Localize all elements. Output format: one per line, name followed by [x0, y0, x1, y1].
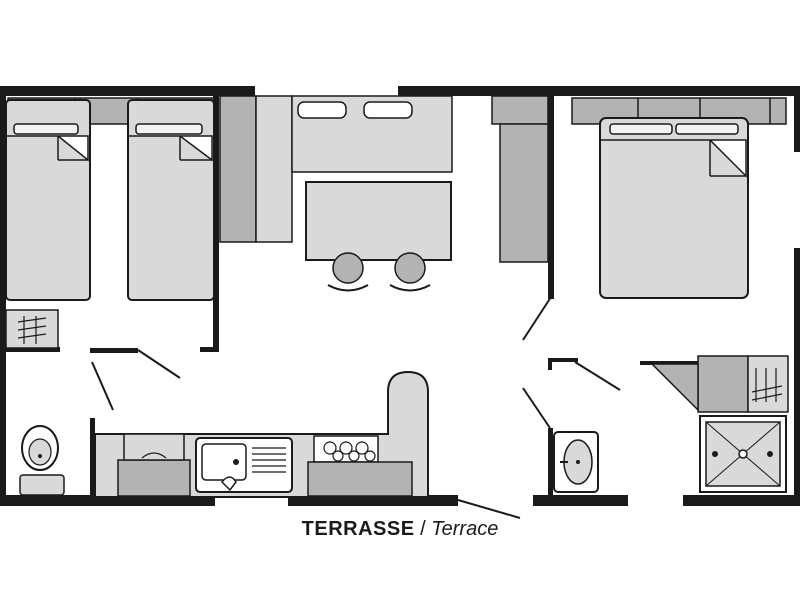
wall-bedroom1-stub: [200, 347, 219, 352]
door-swing-bedroom2: [522, 296, 552, 341]
bedroom-twin: [5, 97, 215, 349]
terrace-caption: TERRASSE / Terrace: [0, 518, 800, 541]
wall-shower-left: [548, 428, 553, 498]
bottom-wall-mid: [288, 495, 458, 506]
left-wall: [0, 86, 6, 506]
wall-bedroom2-left: [548, 96, 554, 299]
faucet: [220, 476, 237, 492]
single-bed-2: [127, 99, 215, 301]
outer-walls: [0, 86, 800, 506]
double-bed: [599, 117, 749, 299]
pillow-double-2: [675, 123, 739, 135]
wall-bedroom1-right: [213, 96, 219, 352]
door-swing-bathroom: [91, 361, 114, 411]
wall-stub-tick: [548, 358, 552, 370]
bottom-wall-left: [0, 495, 215, 506]
wall-bath-top: [90, 348, 138, 353]
bottom-wall-right2: [683, 495, 800, 506]
dining-table: [305, 181, 452, 261]
shelf-unit: [747, 355, 789, 413]
cushion-2: [363, 101, 413, 119]
sofa-seat: [255, 95, 293, 243]
top-wall-left: [0, 86, 255, 96]
chair-2: [389, 252, 431, 292]
bottom-wall-right1: [533, 495, 628, 506]
living-area: [219, 95, 453, 292]
sink-basin: [201, 443, 247, 481]
caption-french: TERRASSE: [301, 518, 415, 540]
right-wall-lower: [794, 248, 800, 506]
sofa-side: [219, 95, 257, 243]
right-wall-upper: [794, 86, 800, 152]
door-swings: [91, 296, 621, 519]
wc-room: [19, 425, 65, 496]
cushion-1: [297, 101, 347, 119]
single-bed-1: [5, 99, 91, 301]
shower-room: [553, 355, 789, 493]
door-swing-entrance: [457, 499, 521, 519]
chair-1: [327, 252, 369, 292]
wall-bedroom1-bottom: [0, 347, 60, 352]
pillow-1: [13, 123, 79, 135]
utility-cabinet: [697, 355, 749, 413]
caption-english: Terrace: [431, 518, 499, 540]
cabinet-corner: [650, 363, 699, 412]
door-swing-bedroom1: [137, 349, 181, 379]
kitchen: [94, 370, 429, 498]
wall-cabinet-top: [640, 361, 700, 365]
burners: [323, 441, 376, 462]
interior-walls: [0, 96, 700, 498]
pillow-double-1: [609, 123, 673, 135]
oven: [307, 461, 413, 497]
toilet: [19, 425, 65, 496]
caption-separator: /: [414, 518, 432, 540]
top-wall-right: [398, 86, 800, 96]
door-swing-wc2: [574, 361, 621, 391]
pillow-2: [135, 123, 203, 135]
shower-head: [767, 451, 773, 457]
wall-stub-right: [548, 358, 578, 362]
wardrobe-body: [499, 123, 549, 263]
fridge-top: [123, 433, 185, 461]
bedroom-double: [491, 95, 787, 299]
wardrobe-small: [5, 309, 59, 349]
fridge: [117, 459, 191, 497]
door-swing-shower: [522, 387, 551, 429]
wardrobe-tall: [491, 95, 549, 125]
wall-bath-right: [90, 418, 95, 498]
